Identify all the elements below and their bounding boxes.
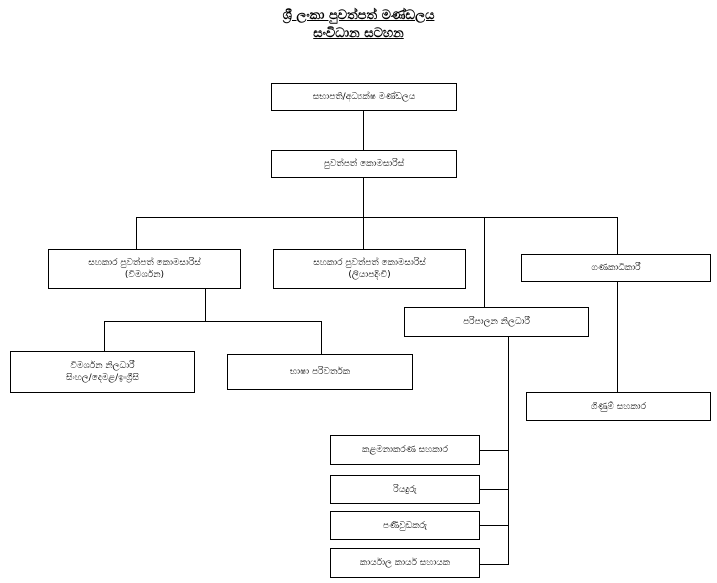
driver-box: රියදුරු bbox=[330, 475, 480, 504]
commissioner-box: පුවත්පත් කොමසාරිස් bbox=[271, 150, 457, 178]
admin-officer-box: පරිපාලන නිලධාරී bbox=[404, 307, 589, 337]
chart-subtitle: සංවිධාන සටහන bbox=[313, 26, 404, 41]
management-assistant-label: කළමනාකරණ සහකාර bbox=[362, 445, 448, 455]
office-helper-box: පණිවුඩකරු bbox=[330, 511, 480, 540]
asst-commissioner-investigation-box: සහකාර පුවත්පත් කොමසාරිස් (විමර්ශන) bbox=[48, 249, 241, 289]
admin-officer-label: පරිපාලන නිලධාරී bbox=[463, 317, 530, 327]
asst-commissioner-registration-box: සහකාර පුවත්පත් කොමසාරිස් (ලියාපදිංචි) bbox=[273, 249, 466, 289]
chart-title: ශ්‍රී ලංකා පුවත්පත් මණ්ඩලය bbox=[282, 8, 435, 23]
accounts-assistant-label: ගිණුම් සහකාර bbox=[590, 401, 647, 412]
office-employee-label: කාර්යාල කාර්ය සහායක bbox=[359, 558, 451, 568]
accountant-box: ගණකාධිකාරී bbox=[521, 254, 711, 282]
office-helper-label: පණිවුඩකරු bbox=[382, 520, 428, 531]
commissioner-label: පුවත්පත් කොමසාරිස් bbox=[323, 159, 405, 169]
asst-commissioner-investigation-label: සහකාර පුවත්පත් කොමසාරිස් bbox=[88, 258, 201, 268]
translator-label: භාෂා පරිවර්තක bbox=[289, 367, 350, 377]
office-employee-box: කාර්යාල කාර්ය සහායක bbox=[330, 548, 480, 578]
chairman-box: සභාපති/අධ්‍යක්ෂ මණ්ඩලය bbox=[271, 83, 457, 111]
investigation-officer-box: විමර්ශන නිලධාරී සිංහල/දෙමළ/ඉංග්‍රීසි bbox=[10, 351, 195, 393]
driver-label: රියදුරු bbox=[393, 484, 417, 495]
translator-box: භාෂා පරිවර්තක bbox=[227, 354, 413, 390]
asst-commissioner-registration-sublabel: (ලියාපදිංචි) bbox=[348, 270, 391, 280]
asst-commissioner-investigation-sublabel: (විමර්ශන) bbox=[124, 270, 165, 280]
accounts-assistant-box: ගිණුම් සහකාර bbox=[526, 392, 711, 421]
investigation-officer-sublabel: සිංහල/දෙමළ/ඉංග්‍රීසි bbox=[65, 373, 140, 383]
accountant-label: ගණකාධිකාරී bbox=[591, 263, 641, 273]
chairman-label: සභාපති/අධ්‍යක්ෂ මණ්ඩලය bbox=[312, 92, 416, 102]
investigation-officer-label: විමර්ශන නිලධාරී bbox=[70, 361, 135, 371]
asst-commissioner-registration-label: සහකාර පුවත්පත් කොමසාරිස් bbox=[313, 258, 426, 268]
management-assistant-box: කළමනාකරණ සහකාර bbox=[330, 435, 480, 465]
